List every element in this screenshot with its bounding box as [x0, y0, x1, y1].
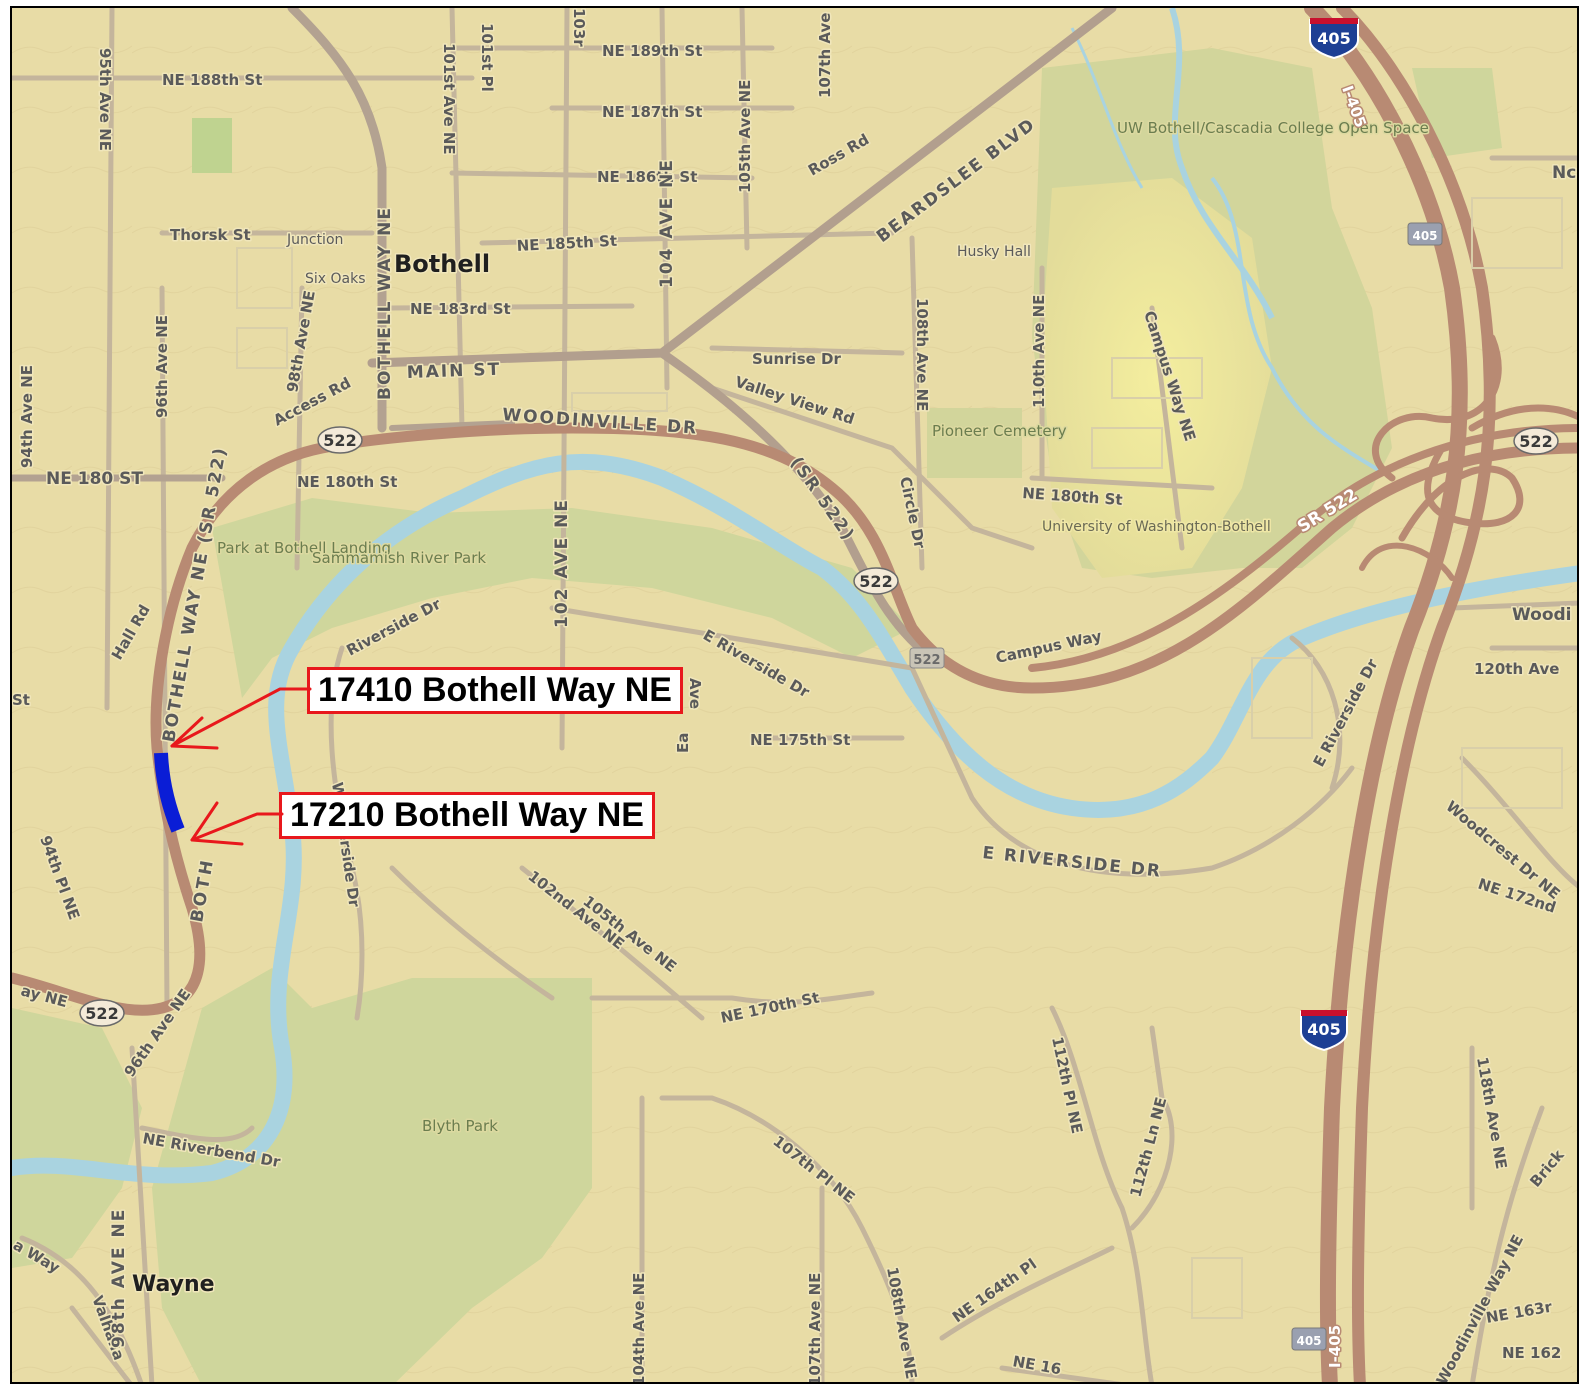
building-footprints	[236, 197, 1563, 1319]
road-ea: Ea	[674, 733, 692, 753]
road-ne-187th: NE 187th St	[602, 103, 702, 121]
sr-522-highway	[12, 8, 1577, 1382]
map-frame[interactable]: 522 522 522 522 522 405 405 405 405 Both…	[10, 6, 1579, 1384]
road-ne-186th: NE 186th St	[597, 168, 697, 186]
svg-text:522: 522	[913, 653, 940, 668]
shield-sr522-c: 522	[1513, 427, 1559, 455]
road-107th-ave-s: 107th Ave NE	[806, 1273, 824, 1384]
road-main-st: MAIN ST	[406, 360, 501, 383]
highlighted-parcel-segment	[154, 752, 185, 833]
shield-i405-b: 405	[1300, 1010, 1348, 1052]
minor-roads	[12, 8, 1577, 1382]
place-junction: Junction	[286, 232, 343, 248]
road-ne-185th: NE 185th St	[516, 232, 617, 255]
blyth-park	[152, 968, 592, 1382]
map-canvas[interactable]: 522 522 522 522 522 405 405 405 405 Both…	[12, 8, 1579, 1384]
road-ne-183rd: NE 183rd St	[410, 300, 511, 318]
place-wayne: Wayne	[132, 1272, 215, 1297]
road-98th-ave-s: 98th AVE NE	[109, 1208, 129, 1348]
label-uw-open-space: UW Bothell/Cascadia College Open Space	[1117, 119, 1429, 137]
road-thorsk: Thorsk St	[170, 226, 251, 244]
road-104-ave: 104 AVE NE	[657, 158, 677, 288]
svg-text:522: 522	[1519, 432, 1552, 451]
label-pioneer-cemetery: Pioneer Cemetery	[932, 422, 1067, 440]
place-bothell: Bothell	[394, 250, 490, 278]
road-107th-ave: 107th Ave	[816, 13, 834, 98]
road-101st-pl: 101st Pl	[478, 23, 496, 92]
label-park-bothell-landing: Park at Bothell Landing	[217, 539, 391, 557]
road-bothell-way: BOTHELL WAY NE	[375, 206, 395, 400]
road-105th-ave: 105th Ave NE	[736, 80, 754, 193]
road-ave-short: Ave	[686, 678, 704, 709]
road-104th-ave-s: 104th Ave NE	[630, 1273, 648, 1384]
svg-text:405: 405	[1412, 229, 1437, 243]
creek-west	[1070, 27, 1144, 189]
label-uw-bothell: University of Washington-Bothell	[1042, 519, 1271, 535]
field-green	[192, 118, 232, 173]
road-96th-ave: 96th Ave NE	[153, 315, 171, 418]
place-six-oaks: Six Oaks	[305, 271, 366, 287]
shield-i405-c: 405	[1407, 222, 1443, 246]
road-nc: Nc	[1552, 163, 1576, 183]
shield-sr522-a: 522	[317, 426, 363, 454]
road-94th-ave: 94th Ave NE	[18, 365, 36, 468]
road-woodi: Woodi	[1512, 605, 1572, 625]
svg-text:405: 405	[1307, 1020, 1340, 1039]
campus-area	[1042, 178, 1272, 578]
southwest-park	[12, 1008, 142, 1268]
svg-text:522: 522	[323, 431, 356, 450]
label-sammamish-river-park: Sammamish River Park	[312, 549, 486, 567]
svg-text:405: 405	[1296, 1334, 1321, 1348]
road-103rd: 103r	[570, 8, 588, 47]
road-ne-162: NE 162	[1502, 1344, 1561, 1362]
road-i-405-b: I-405	[1326, 1325, 1344, 1368]
pioneer-cemetery-area	[927, 408, 1022, 478]
svg-text:522: 522	[85, 1004, 118, 1023]
shield-sr522-e: 522	[909, 647, 945, 669]
road-ne-175th: NE 175th St	[750, 731, 850, 749]
road-ne-180th-a: NE 180th St	[297, 473, 397, 491]
road-ne-188th: NE 188th St	[162, 71, 262, 89]
road-st-left: St	[12, 691, 30, 709]
callout-17210-bothell-way: 17210 Bothell Way NE	[279, 792, 655, 839]
road-ne-180-st: NE 180 ST	[46, 469, 143, 489]
major-roads	[12, 8, 1117, 663]
callout-17410-bothell-way: 17410 Bothell Way NE	[307, 667, 683, 714]
road-110th-ave: 110th Ave NE	[1030, 295, 1048, 408]
shield-i405-d: 405	[1291, 1327, 1327, 1351]
svg-text:522: 522	[859, 572, 892, 591]
road-sunrise: Sunrise Dr	[752, 350, 841, 368]
road-ne-189th: NE 189th St	[602, 42, 702, 60]
road-120th-ave: 120th Ave	[1474, 660, 1559, 678]
svg-text:405: 405	[1317, 29, 1350, 48]
shield-sr522-b: 522	[853, 567, 899, 595]
road-102-ave: 102 AVE NE	[552, 498, 572, 628]
road-108th-ave: 108th Ave NE	[913, 298, 931, 411]
label-blyth-park: Blyth Park	[422, 1117, 498, 1135]
creek-campus	[1210, 176, 1394, 480]
road-101st-ave: 101st Ave NE	[440, 43, 458, 155]
shield-sr522-d: 522	[79, 999, 125, 1027]
sammamish-river	[12, 454, 1577, 1184]
shield-i405-a: 405	[1309, 18, 1359, 60]
place-husky-hall: Husky Hall	[957, 244, 1031, 260]
road-95th-ave: 95th Ave NE	[96, 48, 114, 151]
